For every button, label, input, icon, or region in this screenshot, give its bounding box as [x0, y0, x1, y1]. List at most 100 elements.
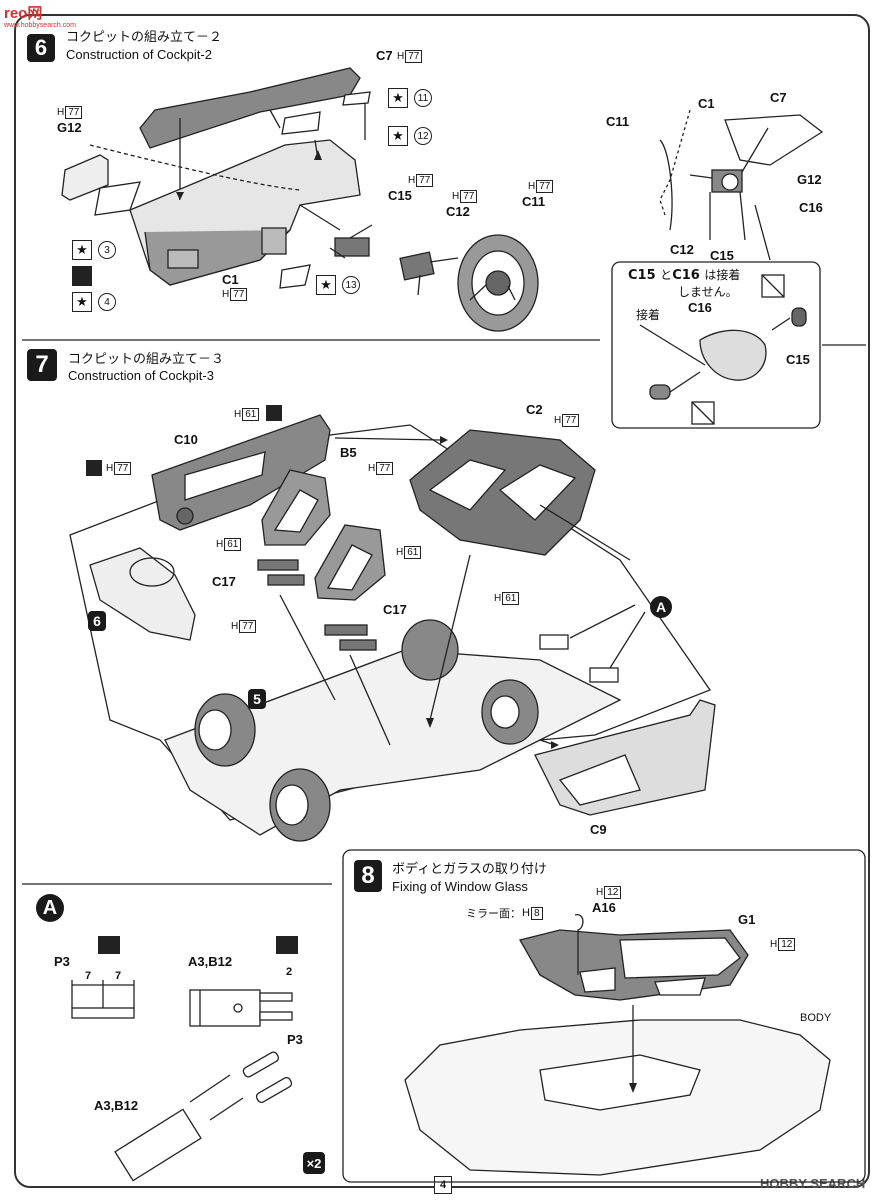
step-6-number: 6: [27, 34, 55, 62]
decal-number-3: 3: [98, 241, 116, 259]
label-g12: G12: [57, 120, 82, 135]
decal-number-13: 13: [342, 276, 360, 294]
label-c17-a: C17: [212, 574, 236, 589]
label-c11: C11: [522, 194, 546, 209]
paint-left-h77-code: 77: [114, 462, 132, 475]
paint-c17-code: 77: [239, 620, 257, 633]
detail-label-c11: C11: [606, 114, 630, 129]
detail-label-g12: G12: [797, 172, 822, 187]
detail-box-label-c15: C15: [786, 352, 810, 367]
cut-parts-icon: [266, 405, 282, 421]
label-p3-b: P3: [287, 1032, 303, 1047]
label-c9: C9: [590, 822, 607, 837]
step-a-badge: A: [36, 894, 64, 922]
ref-step-6: 6: [88, 611, 106, 631]
dim-7-left: 7: [85, 970, 92, 982]
label-g1: G1: [738, 912, 756, 927]
paint-c1-code: 77: [230, 288, 248, 301]
decal-star-icon: ★: [388, 88, 408, 108]
note-c15: C15: [628, 268, 656, 283]
label-c2: C2: [526, 402, 543, 417]
detail-label-c1: C1: [698, 96, 715, 111]
label-c17-b: C17: [383, 602, 407, 617]
cut-parts-icon: [98, 936, 120, 954]
paint-c15-code: 77: [416, 174, 434, 187]
paint-b5-code: 77: [376, 462, 394, 475]
label-b5: B5: [340, 445, 357, 460]
mirror-surface-label: ミラー面：: [466, 907, 521, 920]
decal-star-icon: ★: [316, 275, 336, 295]
step-8-title-jp: ボディとガラスの取り付け: [392, 862, 547, 877]
paint-c12-code: 77: [460, 190, 478, 203]
label-c12: C12: [446, 204, 470, 219]
no-glue-note: C15 とC16 は接着: [628, 266, 740, 283]
decal-star-icon: ★: [72, 292, 92, 312]
label-a16: A16: [592, 900, 616, 915]
label-a3-b12-b: A3,B12: [94, 1098, 139, 1113]
paint-a16-code: 12: [604, 886, 622, 899]
page-number: 4: [434, 1176, 452, 1194]
note-suffix1: は接着: [704, 268, 741, 282]
watermark-top: reo网: [4, 5, 43, 22]
step-7-title-jp: コクピットの組み立て－３: [68, 352, 225, 367]
no-glue-note-line2: しません。: [678, 285, 738, 299]
paint-g1-code: 12: [778, 938, 796, 951]
ref-a-badge: A: [650, 596, 672, 618]
cut-parts-icon: [72, 266, 92, 286]
step-6-title-jp: コクピットの組み立て－２: [66, 30, 223, 45]
paint-c11-code: 77: [536, 180, 554, 193]
mirror-surface-code: 8: [530, 906, 543, 920]
paint-c10-code: 61: [242, 408, 260, 421]
note-to: と: [660, 268, 673, 282]
step-7-title-en: Construction of Cockpit-3: [68, 368, 214, 383]
detail-label-c15: C15: [710, 248, 734, 263]
cut-parts-icon: [276, 936, 298, 954]
watermark-bottom: HOBBY SEARCH: [760, 1176, 866, 1191]
decal-number-11: 11: [414, 89, 432, 107]
label-c10: C10: [174, 432, 198, 447]
step-7-number: 7: [27, 349, 57, 381]
paint-c7-code: 77: [405, 50, 423, 63]
paint-c2-code: 77: [562, 414, 580, 427]
dim-7-right: 7: [115, 970, 122, 982]
decal-star-icon: ★: [388, 126, 408, 146]
detail-label-c7: C7: [770, 90, 787, 105]
detail-box-label-c16: C16: [688, 300, 712, 315]
step-6-title-en: Construction of Cockpit-2: [66, 47, 212, 62]
paint-b5-seat2-code: 61: [404, 546, 422, 559]
step-8-number: 8: [354, 860, 382, 892]
cut-parts-icon: [86, 460, 102, 476]
label-c7: C7: [376, 48, 393, 63]
label-p3: P3: [54, 954, 70, 969]
detail-label-c16: C16: [799, 200, 823, 215]
detail-label-c12: C12: [670, 242, 694, 257]
paint-b5-seat1-code: 61: [224, 538, 242, 551]
watermark-top-sub: www.hobbysearch.com: [4, 22, 76, 29]
dim-2: 2: [286, 966, 293, 978]
paint-c2-61-code: 61: [502, 592, 520, 605]
label-body: BODY: [800, 1012, 832, 1024]
step-8-title-en: Fixing of Window Glass: [392, 879, 528, 894]
label-a3-b12: A3,B12: [188, 954, 233, 969]
note-c16: C16: [672, 268, 700, 283]
times-2-badge: ×2: [303, 1152, 325, 1174]
decal-star-icon: ★: [72, 240, 92, 260]
